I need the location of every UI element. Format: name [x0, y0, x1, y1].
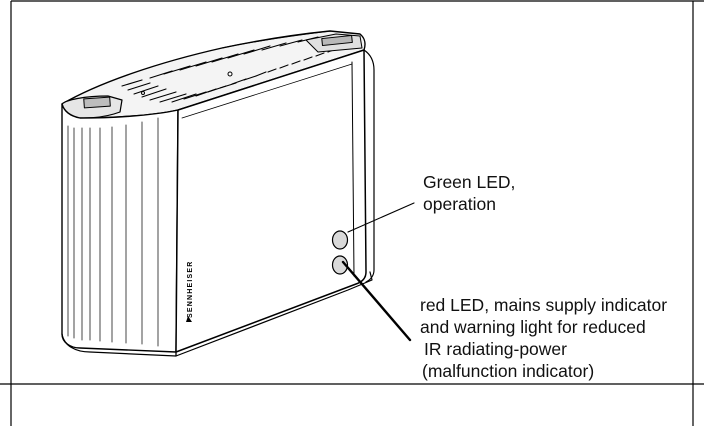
- green-led-leader: [347, 202, 415, 233]
- brand-logo: SENNHEISER: [187, 260, 194, 318]
- red-led-label-line: (malfunction indicator): [422, 361, 595, 381]
- red-led: [331, 255, 349, 275]
- red-led-label-line: red LED, mains supply indicator: [420, 295, 668, 315]
- green-led: [331, 230, 349, 250]
- left-side-body: [61, 103, 179, 353]
- green-led-label-line: operation: [423, 194, 496, 214]
- red-led-leader: [341, 260, 412, 342]
- red-led-label: red LED, mains supply indicator and warn…: [420, 294, 667, 382]
- red-led-label-line: and warning light for reduced: [420, 317, 646, 337]
- top-vent-grille: [121, 36, 337, 103]
- brand-wordmark: SENNHEISER: [187, 260, 194, 318]
- front-panel: [175, 49, 367, 353]
- radiator-device: SENNHEISER: [61, 30, 415, 357]
- green-led-label: Green LED, operation: [423, 171, 515, 215]
- green-led-label-line: Green LED,: [423, 172, 516, 192]
- red-led-label-line: IR radiating-power: [424, 339, 567, 359]
